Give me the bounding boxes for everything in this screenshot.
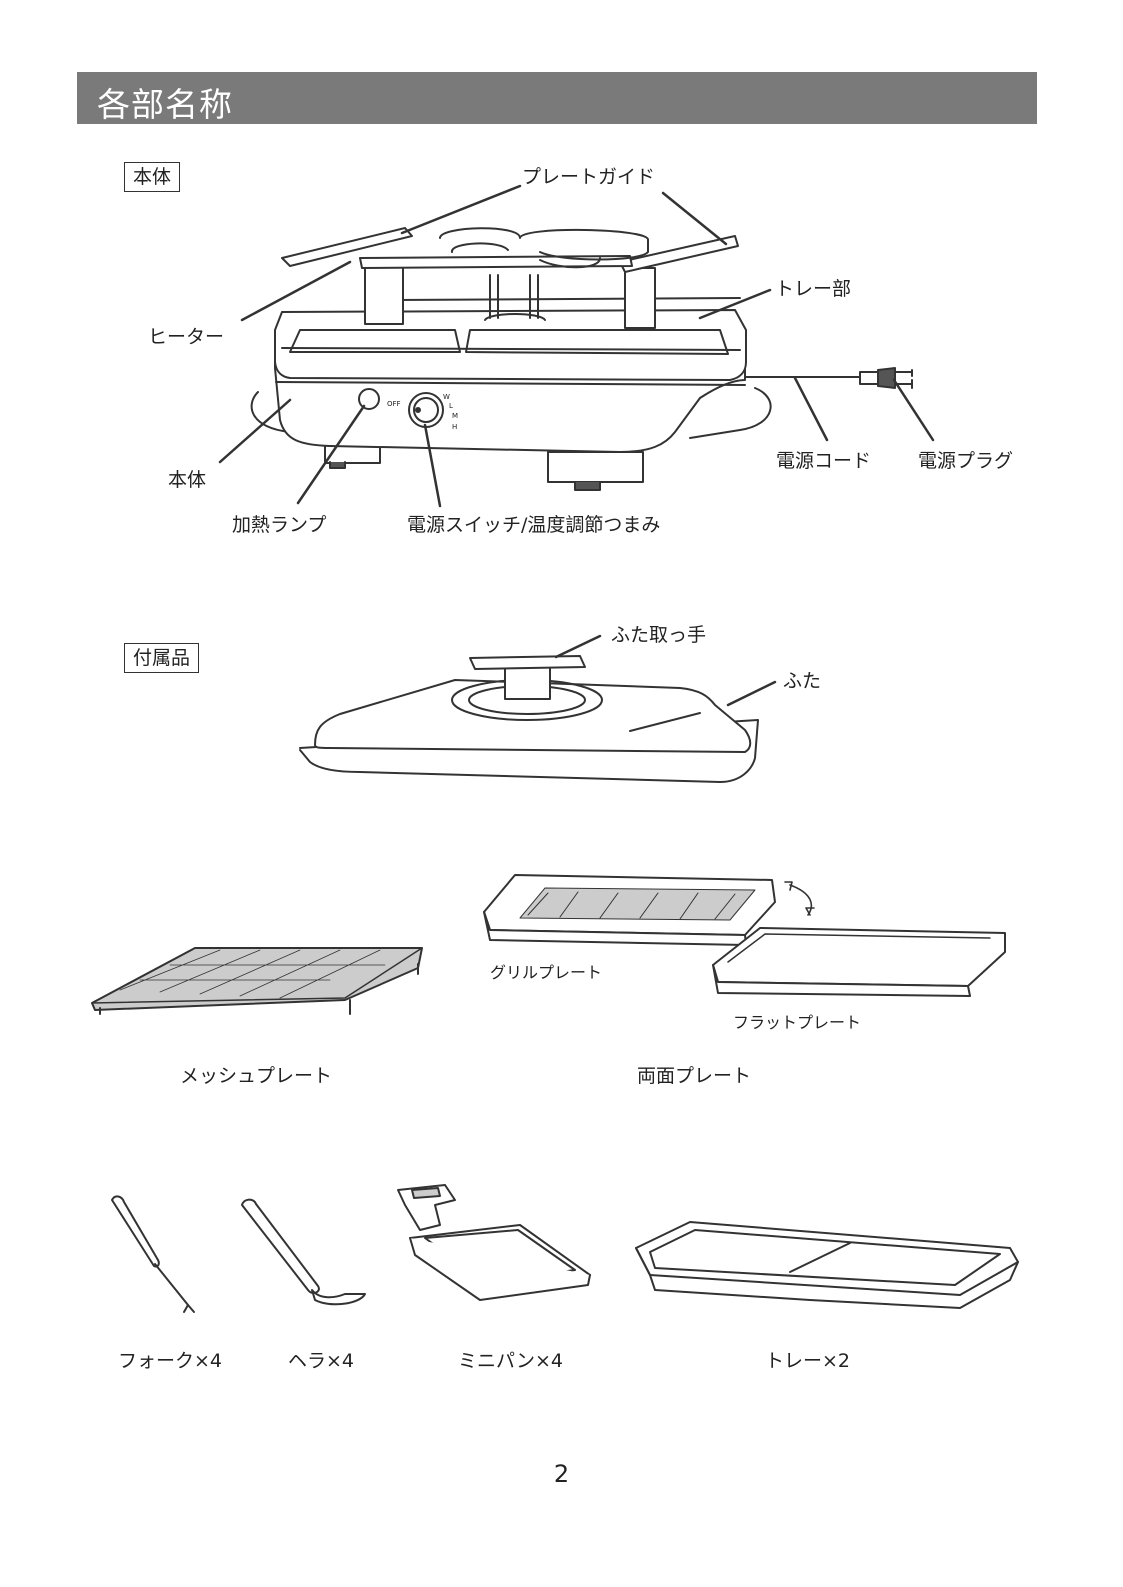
tray-illustration [636,1222,1018,1308]
dial-h-mark: H [452,416,457,438]
plate-guide-label: プレートガイド [522,166,655,188]
double-plate-label: 両面プレート [637,1065,751,1087]
fork-label: フォーク×4 [118,1350,222,1372]
power-cord-label: 電源コード [776,450,871,472]
tray-section-label: トレー部 [775,278,851,300]
dial-off-mark: OFF [387,393,401,415]
fork-illustration [112,1196,194,1312]
page-number: 2 [0,1460,1123,1488]
switch-dial-label: 電源スイッチ/温度調節つまみ [407,514,660,536]
mini-pan-illustration [398,1185,590,1300]
heater-label: ヒーター [148,326,224,348]
heating-lamp-label: 加熱ランプ [232,514,326,536]
spatula-illustration [242,1200,365,1305]
tray-label: トレー×2 [765,1350,850,1372]
body-label: 本体 [168,469,206,491]
lid-illustration [300,656,758,782]
grill-plate-label: グリルプレート [490,962,602,984]
mini-pan-label: ミニパン×4 [458,1350,563,1372]
power-plug-label: 電源プラグ [918,450,1013,472]
spatula-label: ヘラ×4 [288,1350,354,1372]
flat-plate-label: フラットプレート [733,1012,861,1034]
mesh-plate-illustration [92,948,422,1014]
lid-label: ふた [783,670,821,692]
mesh-plate-label: メッシュプレート [180,1065,332,1087]
lid-handle-label: ふた取っ手 [611,624,706,646]
